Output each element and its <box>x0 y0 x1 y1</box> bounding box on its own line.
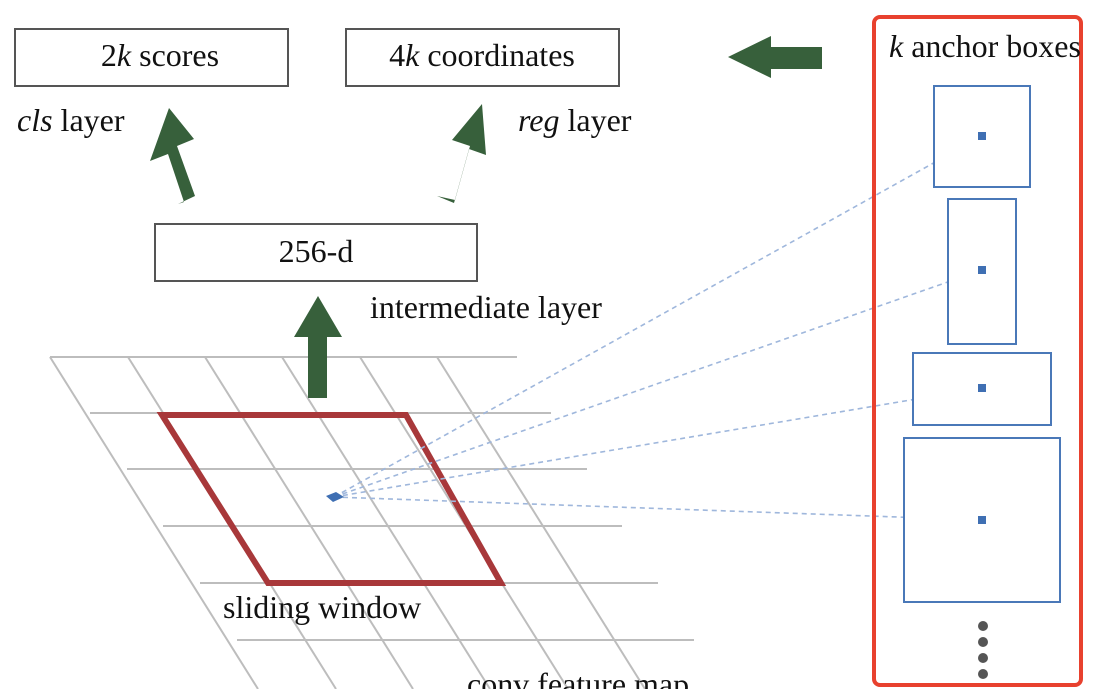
coordinates-box-label: 4k coordinates <box>389 37 575 73</box>
cls-layer-label: cls layer <box>17 102 125 138</box>
scores-box-label: 2k scores <box>101 37 219 73</box>
anchor-center-dot <box>978 516 986 524</box>
arrow-up-icon <box>150 108 195 204</box>
sliding-window-frame <box>156 412 507 586</box>
anchor-link-line <box>333 496 983 521</box>
conv-feature-map-grid <box>49 356 694 689</box>
intermediate-layer-label: intermediate layer <box>370 289 602 325</box>
anchor-link-line <box>333 269 983 498</box>
anchor-center-dot <box>978 384 986 392</box>
anchor-boxes-panel <box>872 15 1083 687</box>
anchor-center-dot <box>978 266 986 274</box>
window-center-marker <box>326 492 344 502</box>
feature-vector-label: 256-d <box>279 233 354 269</box>
arrow-up-icon <box>294 296 342 398</box>
sliding-window-label: sliding window <box>223 589 421 625</box>
arrow-up-icon <box>437 104 486 203</box>
anchor-center-dot <box>978 132 986 140</box>
feature-vector-box <box>154 223 478 282</box>
conv-feature-map-label: conv feature map <box>467 666 689 689</box>
anchor-link-line <box>333 135 983 498</box>
more-anchors-ellipsis-icon <box>978 621 988 679</box>
arrow-left-icon <box>728 36 822 78</box>
coordinates-box <box>345 28 620 87</box>
anchor-link-line <box>333 387 983 498</box>
anchor-link-lines <box>333 135 983 521</box>
scores-box <box>14 28 289 87</box>
reg-layer-label: reg layer <box>518 102 632 138</box>
anchor-boxes-label: k anchor boxes <box>889 28 1081 64</box>
